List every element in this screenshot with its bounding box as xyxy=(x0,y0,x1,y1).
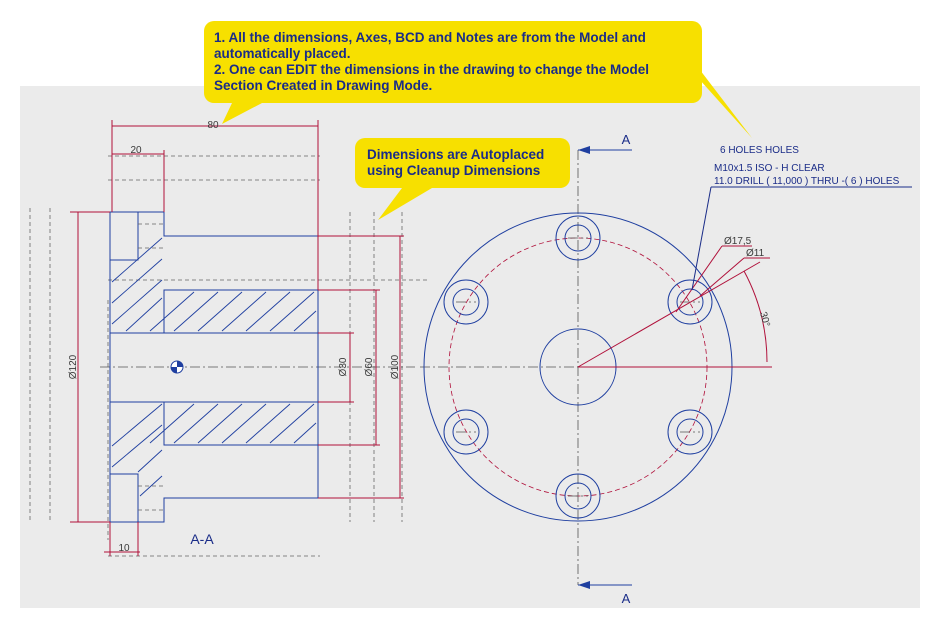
bolt-hole[interactable] xyxy=(443,279,489,325)
hatch-upper xyxy=(111,237,317,332)
dimension-dia60[interactable]: Ø60 xyxy=(318,289,380,446)
hatch-lower xyxy=(111,403,317,497)
dim-10-text: 10 xyxy=(118,543,130,554)
callout-top-line4: Section Created in Drawing Mode. xyxy=(214,78,433,93)
dim-dia17-5-text: Ø17,5 xyxy=(724,236,752,247)
section-arrow-bottom-label: A xyxy=(622,591,631,606)
dimension-10[interactable]: 10 xyxy=(104,522,140,556)
section-arrow-top-label: A xyxy=(622,132,631,147)
hole-note-line1: 6 HOLES HOLES xyxy=(720,145,799,156)
hole-note-line3: 11.0 DRILL ( 11,000 ) THRU -( 6 ) HOLES xyxy=(714,176,900,187)
dim-angle-text[interactable]: 30° xyxy=(757,311,772,328)
hole-note-line2: M10x1.5 ISO - H CLEAR xyxy=(714,163,825,174)
dimension-80[interactable]: 80 xyxy=(111,120,319,290)
bolt-hole[interactable] xyxy=(667,409,713,455)
callout-mid-pointer xyxy=(378,188,432,220)
callout-top-line2: automatically placed. xyxy=(214,46,351,61)
callout-mid-line2: using Cleanup Dimensions xyxy=(367,163,541,178)
callout-top-line1: 1. All the dimensions, Axes, BCD and Not… xyxy=(214,30,646,45)
dim-80-text: 80 xyxy=(207,120,219,131)
center-of-mass-icon xyxy=(170,360,184,374)
front-view: A A xyxy=(420,132,912,606)
callout-model-dimensions: 1. All the dimensions, Axes, BCD and Not… xyxy=(204,21,702,103)
dimension-dia11[interactable]: Ø11 xyxy=(699,248,770,297)
dim-20-text: 20 xyxy=(130,145,142,156)
section-view-a-a: 80 20 10 Ø120 Ø30 Ø60 xyxy=(29,120,430,557)
dimension-dia30[interactable]: Ø30 xyxy=(318,332,354,403)
dim-dia120-text: Ø120 xyxy=(68,354,79,379)
hole-note[interactable]: 6 HOLES HOLES M10x1.5 ISO - H CLEAR 11.0… xyxy=(691,145,912,291)
callout-mid-line1: Dimensions are Autoplaced xyxy=(367,147,545,162)
dim-dia11-text: Ø11 xyxy=(746,248,765,259)
callout-top-line3: 2. One can EDIT the dimensions in the dr… xyxy=(214,62,650,77)
dim-dia60-text: Ø60 xyxy=(364,357,375,376)
dimension-dia17-5[interactable]: Ø17,5 xyxy=(675,236,752,313)
bolt-hole[interactable] xyxy=(555,215,601,261)
section-arrow-top[interactable]: A xyxy=(578,132,632,154)
bolt-hole[interactable] xyxy=(555,473,601,519)
dim-dia100-text: Ø100 xyxy=(390,354,401,379)
callout-top-pointer-left xyxy=(222,103,262,124)
dim-dia30-text: Ø30 xyxy=(338,357,349,376)
dimension-20[interactable]: 20 xyxy=(112,145,165,212)
callout-autoplaced: Dimensions are Autoplaced using Cleanup … xyxy=(355,138,570,188)
bolt-hole[interactable] xyxy=(443,409,489,455)
dimension-dia100[interactable]: Ø100 xyxy=(318,235,404,499)
section-label[interactable]: A-A xyxy=(190,531,214,547)
dimension-dia120[interactable]: Ø120 xyxy=(68,211,110,523)
section-arrow-bottom[interactable]: A xyxy=(578,581,632,606)
